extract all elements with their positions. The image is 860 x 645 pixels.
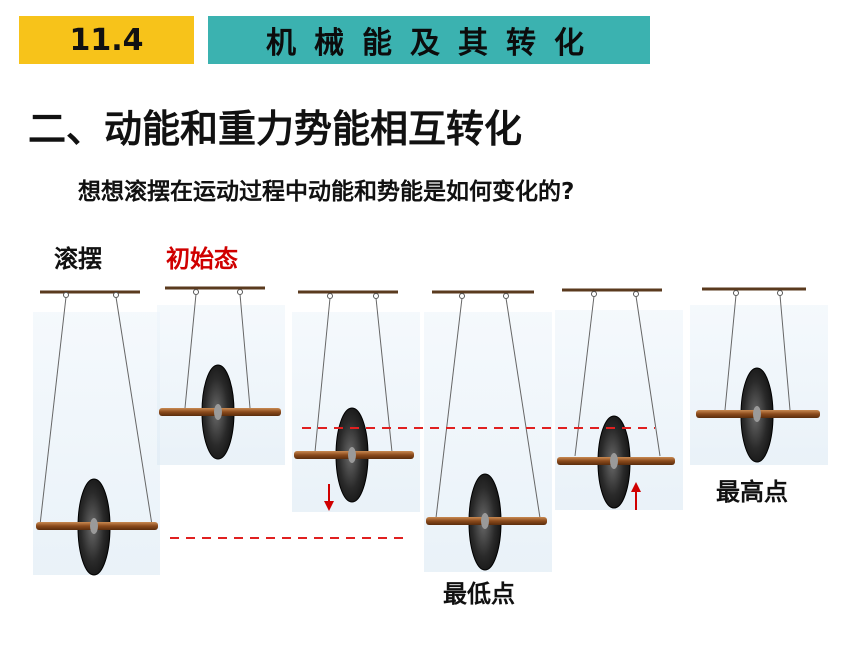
up-arrow-icon [631,482,641,510]
pendulum-frame-2 [157,286,285,465]
pendulum-frame-6 [690,287,828,465]
section-title-bar: 机械能及其转化 [208,16,650,64]
section-title: 机械能及其转化 [266,26,602,61]
device-name-label: 滚摆 [54,245,102,273]
slide-heading: 二、动能和重力势能相互转化 [28,107,523,151]
down-arrow-icon [324,484,334,511]
section-number-badge: 11.4 [19,16,194,64]
highest-point-label: 最高点 [716,478,788,506]
pendulum-frame-1 [33,290,160,576]
section-number: 11.4 [69,22,144,58]
pendulum-frame-4 [424,290,552,572]
pendulum-frame-5 [555,288,683,510]
pendulum-frame-3 [292,290,420,512]
slide-question: 想想滚摆在运动过程中动能和势能是如何变化的? [78,179,575,205]
lowest-point-label: 最低点 [443,580,515,608]
initial-state-label: 初始态 [166,245,238,273]
